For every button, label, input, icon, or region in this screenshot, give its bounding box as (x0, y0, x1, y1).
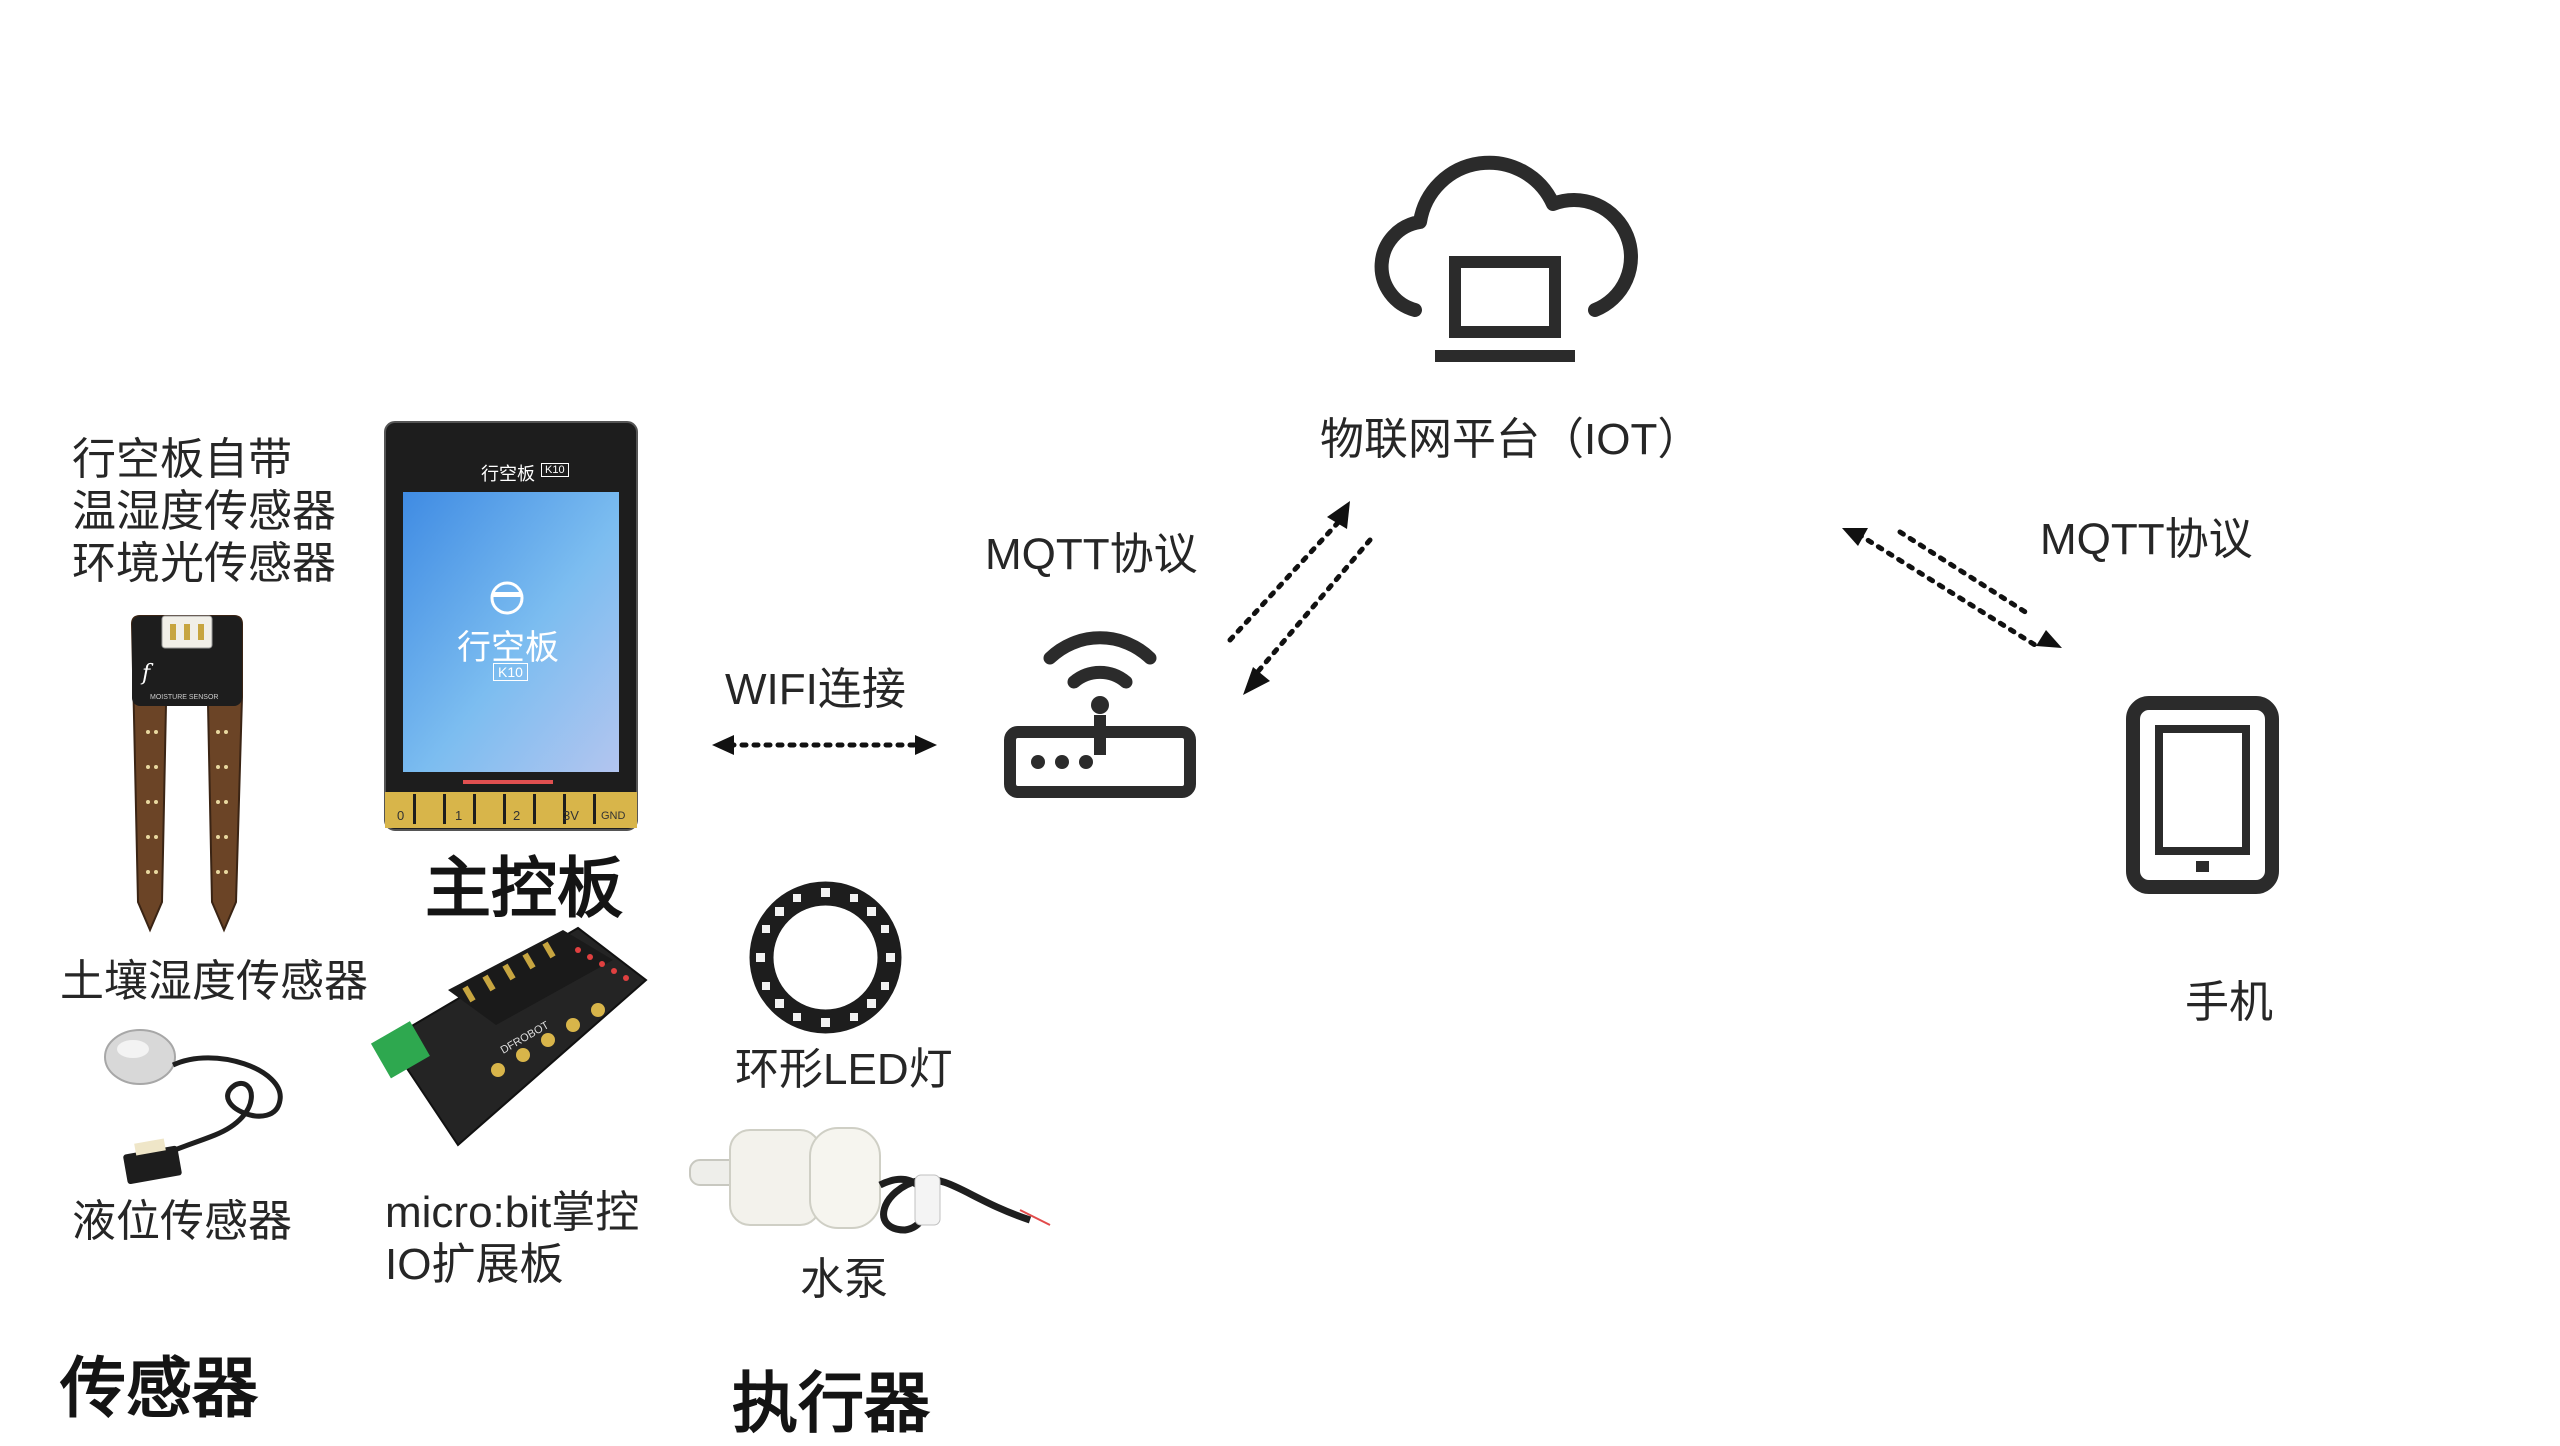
wifi-connection-arrow (712, 735, 937, 755)
liquid-level-sensor-label: 液位传感器 (72, 1197, 292, 1246)
water-pump-label: 水泵 (800, 1255, 888, 1304)
onboard-sensors-line-1: 行空板自带 (72, 435, 292, 484)
phone-icon (2126, 696, 2279, 894)
onboard-sensors-line-3: 环境光传感器 (72, 539, 336, 588)
unihiker-k10-board-image: 行空板 K10 行空板 K10 0 1 2 3V GND (383, 420, 639, 832)
expansion-board-label-line-2: IO扩展板 (385, 1240, 564, 1289)
ring-led-label: 环形LED灯 (735, 1045, 953, 1094)
soil-moisture-sensor-label: 土壤湿度传感器 (60, 957, 368, 1006)
screen-title: 行空板 (457, 629, 559, 667)
soil-sensor-print: MOISTURE SENSOR (150, 694, 219, 701)
ring-led-image (749, 881, 902, 1034)
router-icon (1004, 631, 1196, 798)
main-board-title: 主控板 (425, 851, 623, 925)
actuators-group-title: 执行器 (732, 1366, 930, 1440)
wifi-connection-label: WIFI连接 (725, 665, 906, 714)
board-model-badge: K10 (541, 463, 569, 477)
soil-moisture-sensor-image: f MOISTURE SENSOR (128, 612, 246, 933)
phone-label: 手机 (2185, 978, 2273, 1027)
board-brand-text: 行空板 (481, 464, 535, 484)
pin-label-gnd: GND (601, 810, 626, 822)
expansion-board-label-line-1: micro:bit掌控 (385, 1188, 640, 1237)
pin-label-0: 0 (397, 808, 405, 823)
expansion-board-image: DFROBOT (370, 920, 648, 1160)
cloud-iot-icon (1374, 155, 1638, 362)
iot-platform-label: 物联网平台（IOT） (1320, 415, 1702, 464)
router-to-cloud-arrow (1227, 501, 1373, 695)
screen-badge: K10 (493, 663, 528, 681)
water-pump-image (689, 1127, 1051, 1234)
pin-label-1: 1 (455, 808, 463, 823)
phone-mqtt-label: MQTT协议 (2040, 515, 2253, 564)
pin-label-2: 2 (513, 808, 521, 823)
router-mqtt-label: MQTT协议 (985, 530, 1198, 579)
cloud-to-phone-arrow (1842, 528, 2062, 648)
sensors-group-title: 传感器 (60, 1351, 258, 1425)
liquid-level-sensor-image (104, 1029, 283, 1184)
pin-label-3v: 3V (563, 808, 579, 823)
onboard-sensors-line-2: 温湿度传感器 (72, 487, 336, 536)
